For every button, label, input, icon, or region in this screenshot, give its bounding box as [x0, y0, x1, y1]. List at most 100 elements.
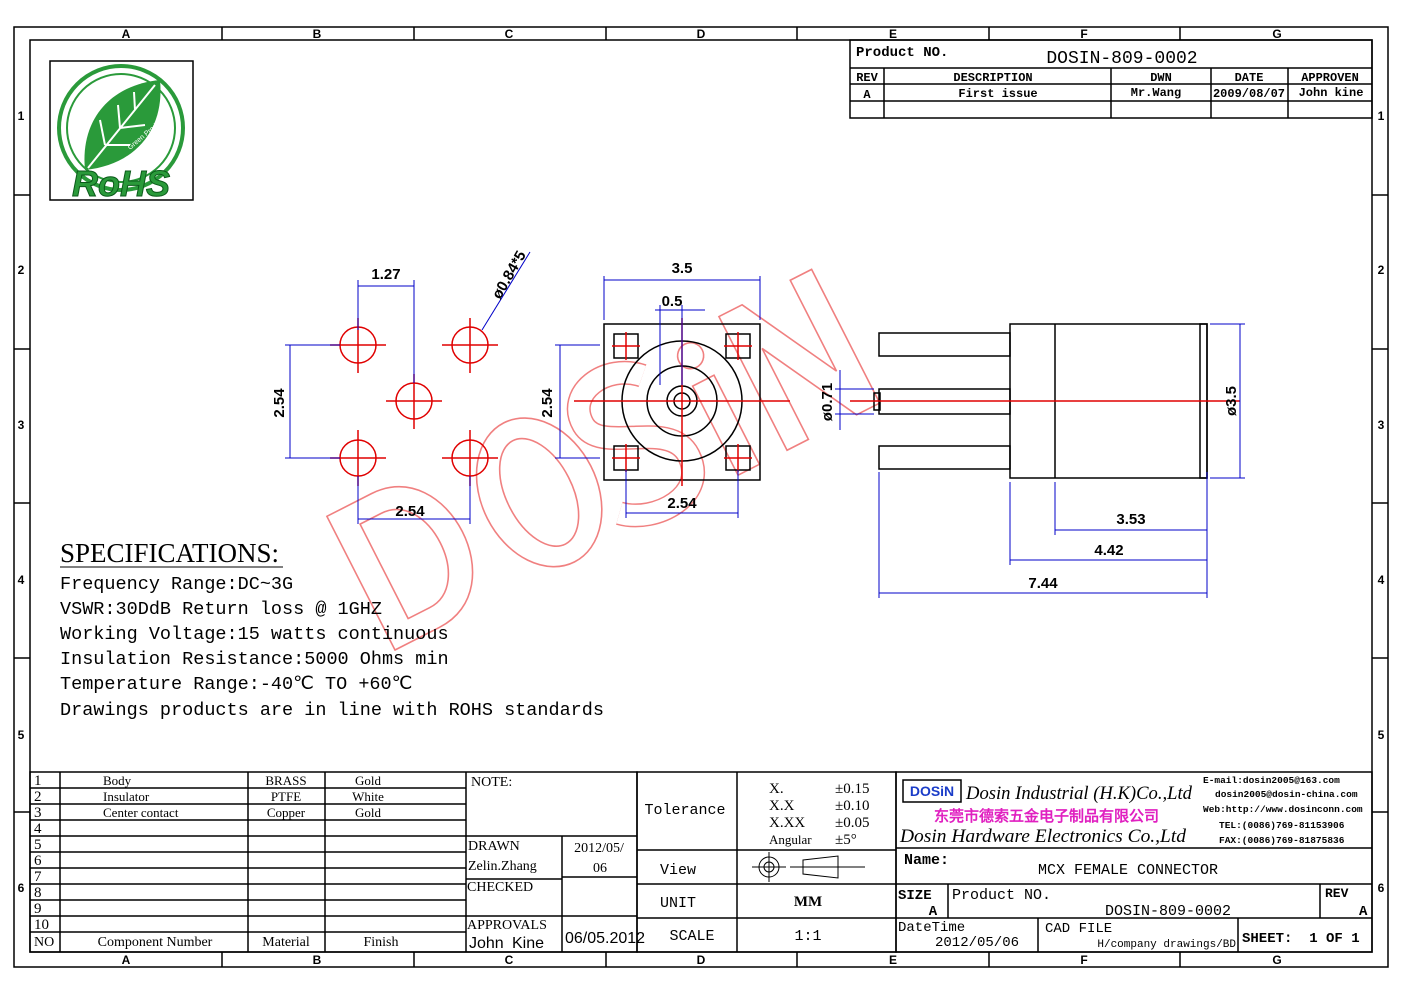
grid-col-label: F: [1080, 27, 1087, 41]
spec-line: Temperature Range:-40℃ TO +60℃: [60, 674, 413, 695]
grid-col-label: G: [1272, 953, 1281, 967]
product-no-label: Product NO.: [856, 45, 948, 61]
grid-col-label: C: [505, 953, 514, 967]
spec-line: Frequency Range:DC~3G: [60, 574, 293, 595]
approvals-label: APPROVALS: [467, 918, 547, 933]
grid-col-label: D: [697, 953, 706, 967]
company-fax: FAX:(0086)769-81875836: [1219, 835, 1345, 846]
dosin-badge-logo: DOSiN: [902, 779, 962, 803]
approved-date: 06/05.2012: [565, 930, 645, 947]
title-product-no: DOSIN-809-0002: [1105, 903, 1231, 920]
bom-row-no: 9: [34, 901, 42, 917]
approval-block: NOTE: DRAWN Zelin.Zhang 2012/05/ 06 CHEC…: [466, 775, 645, 952]
grid-col-label: E: [889, 953, 897, 967]
rev-header: REV: [856, 71, 878, 85]
grid-row-label: 3: [18, 418, 25, 432]
grid-row-label: 1: [18, 109, 25, 123]
description-header: DESCRIPTION: [953, 71, 1032, 85]
tolerance-label: Tolerance: [644, 802, 725, 819]
dim-width: 3.5: [672, 260, 693, 277]
date-cell: 2009/08/07: [1213, 87, 1285, 101]
spec-line: Drawings products are in line with ROHS …: [60, 700, 604, 721]
grid-row-label: 1: [1378, 109, 1385, 123]
drawn-date-day: 06: [593, 861, 607, 876]
rohs-logo: RoHS Green Product: [49, 60, 194, 205]
sheet-number: SHEET: 1 OF 1: [1242, 931, 1360, 947]
date-header: DATE: [1235, 71, 1264, 85]
rohs-logo-text: RoHS: [72, 163, 170, 204]
bom-row-no: 6: [34, 853, 42, 869]
bom-component: Body: [103, 773, 132, 788]
footprint-view: 1.27 ø0.84*5 2.54 2.54: [271, 248, 531, 524]
tolerance-key: X.: [769, 781, 784, 797]
grid-col-label: F: [1080, 953, 1087, 967]
bom-finish: Gold: [355, 805, 382, 820]
revision-block: Product NO. DOSIN-809-0002 REV DESCRIPTI…: [849, 39, 1373, 119]
tolerance-value: ±0.15: [835, 781, 869, 797]
spec-line: VSWR:30DdB Return loss @ 1GHZ: [60, 599, 382, 620]
tolerance-key: Angular: [769, 832, 812, 847]
drawn-label: DRAWN: [468, 839, 520, 854]
grid-col-label: A: [122, 953, 131, 967]
cad-file-value: H/company drawings/BD: [1097, 939, 1236, 951]
dwn-cell: Mr.Wang: [1131, 86, 1181, 100]
dim-hole: ø0.84*5: [489, 248, 530, 302]
dim-442: 4.42: [1094, 542, 1123, 559]
company-web: Web:http://www.dosinconn.com: [1203, 804, 1363, 815]
bom-material: BRASS: [265, 773, 306, 788]
title-block: DOSiN Dosin Industrial (H.K)Co.,Ltd 东莞市德…: [895, 771, 1373, 953]
dim-353: 3.53: [1116, 511, 1145, 528]
description-cell: First issue: [958, 87, 1037, 101]
company-name-en2: Dosin Hardware Electronics Co.,Ltd: [899, 826, 1187, 847]
approven-cell: John kine: [1299, 86, 1364, 100]
grid-row-label: 6: [18, 881, 25, 895]
dim-vertical: 2.54: [271, 388, 288, 418]
tolerance-key: X.XX: [769, 815, 805, 831]
grid-col-label: A: [122, 27, 131, 41]
bom-header-finish: Finish: [363, 935, 398, 950]
size-value: A: [929, 904, 938, 920]
grid-col-label: G: [1272, 27, 1281, 41]
drawn-date: 2012/05/: [574, 841, 624, 856]
bom-row-no: 2: [34, 789, 42, 805]
bom-row-no: 8: [34, 885, 42, 901]
datetime-value: 2012/05/06: [935, 935, 1019, 951]
grid-row-label: 2: [18, 263, 25, 277]
name-label: Name:: [904, 852, 949, 869]
size-label: SIZE: [898, 888, 932, 904]
dim-center: 0.5: [662, 293, 683, 310]
tolerance-value: ±0.05: [835, 815, 869, 831]
company-name-en: Dosin Industrial (H.K)Co.,Ltd: [965, 783, 1192, 804]
drawn-by: Zelin.Zhang: [468, 859, 537, 874]
approved-by-signature: Kine: [512, 935, 544, 952]
bom-row-no: 1: [34, 773, 42, 789]
scale-label: SCALE: [669, 928, 714, 945]
dim-744: 7.44: [1028, 575, 1058, 592]
unit-value: MM: [794, 894, 822, 910]
view-label: View: [660, 862, 696, 879]
bom-header-no: NO: [34, 935, 54, 950]
rev-value: A: [1359, 904, 1368, 920]
grid-col-label: B: [313, 27, 322, 41]
grid-row-label: 4: [18, 573, 25, 587]
grid-col-label: D: [697, 27, 706, 41]
side-view: ø0.71 ø3.5 3.53 4.42 7.44: [819, 323, 1245, 598]
spec-line: Insulation Resistance:5000 Ohms min: [60, 649, 449, 670]
company-email-2: dosin2005@dosin-china.com: [1215, 789, 1358, 800]
tolerance-key: X.X: [769, 798, 795, 814]
tolerance-value: ±0.10: [835, 798, 869, 814]
dosin-badge-text: DOSiN: [910, 783, 954, 799]
company-email: E-mail:dosin2005@163.com: [1203, 775, 1340, 786]
grid-col-label: C: [505, 27, 514, 41]
unit-label: UNIT: [660, 895, 696, 912]
spec-line: Working Voltage:15 watts continuous: [60, 624, 449, 645]
part-name: MCX FEMALE CONNECTOR: [1038, 862, 1218, 879]
company-name-cn: 东莞市德索五金电子制品有限公司: [934, 807, 1159, 825]
bom-component: Center contact: [103, 805, 179, 820]
grid-row-label: 5: [18, 728, 25, 742]
bom-material: Copper: [267, 805, 306, 820]
checked-label: CHECKED: [467, 880, 533, 895]
bom-row-no: 3: [34, 805, 42, 821]
